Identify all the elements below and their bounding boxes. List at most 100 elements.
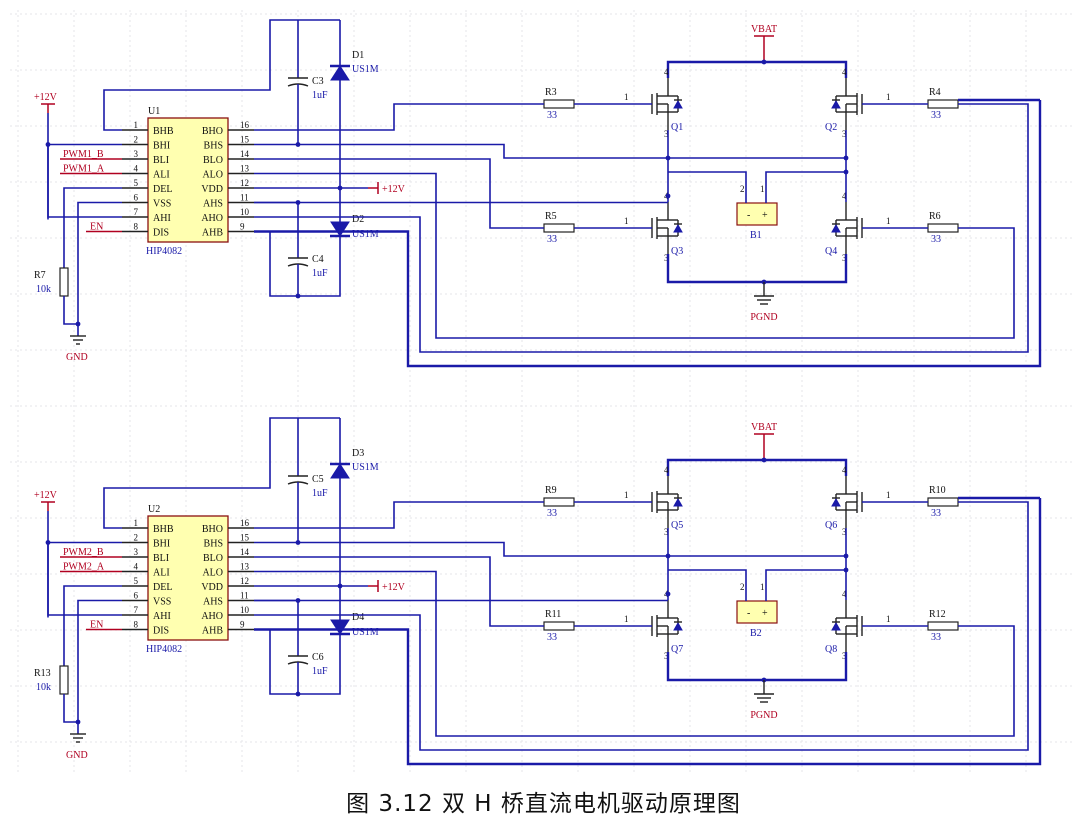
ic-pin-number: 11 [240, 193, 249, 203]
ic-pin-name: BHO [202, 126, 223, 137]
ic-pin-number: 10 [240, 605, 250, 615]
ic-pin-name: AHI [153, 213, 171, 224]
mosfet-ref: Q2 [825, 122, 837, 133]
ic-pin-name: AHI [153, 611, 171, 622]
diode-bottom-icon [330, 619, 350, 635]
wire [765, 171, 846, 203]
motor-minus: - [747, 210, 750, 221]
resistor-body [927, 621, 959, 631]
resistor-body [927, 223, 959, 233]
ic-pin-number: 10 [240, 207, 250, 217]
ic-pin-number: 15 [240, 533, 250, 543]
ic-pin-name: AHS [203, 199, 223, 210]
vdd-12v-label: +12V [382, 184, 406, 195]
wire [298, 634, 341, 695]
supply-12v-label: +12V [34, 490, 58, 501]
ic-pin-number: 12 [240, 576, 249, 586]
mosfet-drain-num: 4 [664, 67, 669, 77]
driver-ic-body [147, 117, 229, 243]
wire [254, 172, 1015, 339]
h-bridge-circuit-2: U2HIP40821BHB2BHI3BLI4ALI5DEL6VSS7AHI8DI… [34, 417, 1042, 766]
ic-pin-number: 16 [240, 120, 250, 130]
ic-pin-number: 6 [134, 591, 139, 601]
ic-pin-number: 2 [134, 135, 139, 145]
ic-pin-name: BHB [153, 524, 174, 535]
ic-pin-name: DIS [153, 626, 169, 637]
cap-top-ref: C3 [312, 76, 324, 87]
wire [254, 501, 1029, 751]
pgnd-label: PGND [750, 312, 777, 323]
gate-pin-num: 1 [624, 216, 629, 226]
supply-12v-label: +12V [34, 92, 58, 103]
resistor-ref: R10 [929, 485, 946, 496]
resistor-ref: R3 [545, 87, 557, 98]
ic-pin-number: 4 [134, 562, 139, 572]
ic-pin-name: AHO [201, 611, 223, 622]
ic-pin-name: DEL [153, 184, 172, 195]
diode-top-icon [330, 463, 350, 479]
gate-pin-num: 1 [624, 490, 629, 500]
ic-pin-name: ALO [202, 568, 223, 579]
motor-pin-left: 2 [740, 184, 745, 194]
cap-top-value: 1uF [312, 488, 328, 499]
wire [103, 19, 298, 131]
pwm-a-label: PWM2_A [63, 562, 105, 573]
mosfet-ref: Q4 [825, 246, 837, 257]
diode-bottom-ref: D2 [352, 214, 364, 225]
pgnd-label: PGND [750, 710, 777, 721]
wire [254, 158, 544, 229]
diode-bottom-icon [330, 221, 350, 237]
resistor-value: 33 [547, 508, 557, 519]
gate-pin-num: 1 [886, 490, 891, 500]
wire [77, 599, 122, 734]
diode-top-value: US1M [352, 462, 379, 473]
ic-pin-name: BLI [153, 553, 169, 564]
mosfet-source-num: 3 [842, 527, 847, 537]
ic-pin-name: DEL [153, 582, 172, 593]
wire [666, 60, 848, 78]
ic-pin-name: BLI [153, 155, 169, 166]
mosfet-ref: Q5 [671, 520, 683, 531]
mosfet-ref: Q7 [671, 644, 683, 655]
pulldown-resistor-ref: R13 [34, 668, 51, 679]
wire [298, 236, 341, 297]
ic-pin-name: AHB [202, 228, 223, 239]
motor-pin-right: 1 [760, 582, 765, 592]
ic-pin-number: 11 [240, 591, 249, 601]
ic-pin-number: 5 [134, 576, 139, 586]
motor-minus: - [747, 608, 750, 619]
wire [254, 143, 846, 159]
mosfet-source-num: 3 [664, 253, 669, 263]
wire [254, 628, 298, 695]
cap-bottom-value: 1uF [312, 268, 328, 279]
mosfet-source-num: 3 [842, 651, 847, 661]
pulldown-resistor-value: 10k [36, 284, 51, 295]
ic-pin-number: 16 [240, 518, 250, 528]
body-diode-icon [673, 223, 683, 233]
ic-pin-name: AHS [203, 597, 223, 608]
wire [254, 556, 544, 627]
junction-dot [75, 321, 81, 327]
cap-bottom-ref: C4 [312, 254, 324, 265]
mosfet-drain-num: 4 [664, 465, 669, 475]
ic-pin-name: DIS [153, 228, 169, 239]
resistor-value: 33 [931, 632, 941, 643]
wire [254, 498, 1042, 766]
ic-pin-name: BHI [153, 539, 170, 550]
motor-ref: B1 [750, 230, 762, 241]
ic-pin-name: BHS [204, 539, 223, 550]
resistor-value: 33 [931, 110, 941, 121]
wire [254, 103, 1029, 353]
ic-pin-name: ALO [202, 170, 223, 181]
ic-pin-number: 15 [240, 135, 250, 145]
mosfet-ref: Q3 [671, 246, 683, 257]
ic-pin-number: 2 [134, 533, 139, 543]
ic-pin-name: ALI [153, 170, 170, 181]
mosfet-drain-num: 4 [842, 465, 847, 475]
wire [666, 458, 848, 476]
resistor-body [543, 99, 575, 109]
gate-pin-num: 1 [624, 92, 629, 102]
driver-ic-ref: U1 [148, 106, 160, 117]
resistor-value: 33 [931, 508, 941, 519]
ic-pin-number: 9 [240, 222, 245, 232]
